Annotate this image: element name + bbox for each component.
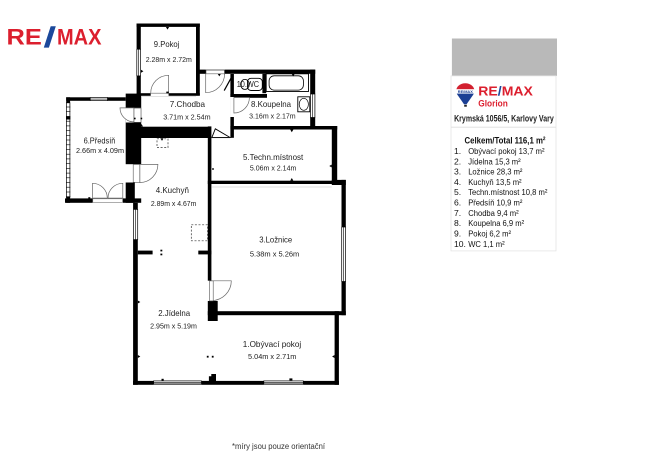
svg-text:5.06m x 2.14m: 5.06m x 2.14m <box>250 164 297 173</box>
svg-text:Chodba 9,4 m²: Chodba 9,4 m² <box>468 208 519 218</box>
svg-text:Glorion: Glorion <box>478 99 508 110</box>
svg-text:1.Obývací pokoj: 1.Obývací pokoj <box>243 340 302 349</box>
svg-text:Obývací pokoj 13,7 m²: Obývací pokoj 13,7 m² <box>468 146 544 156</box>
svg-text:9.: 9. <box>454 229 461 239</box>
svg-text:MAX: MAX <box>57 25 102 50</box>
svg-text:10.: 10. <box>454 239 466 249</box>
svg-text:Kuchyň 13,5 m²: Kuchyň 13,5 m² <box>468 177 522 187</box>
svg-text:8.: 8. <box>454 218 461 228</box>
svg-text:4.: 4. <box>454 177 461 187</box>
svg-text:3.16m x 2.17m: 3.16m x 2.17m <box>249 112 296 121</box>
svg-text:Jídelna 15,3 m²: Jídelna 15,3 m² <box>468 156 521 166</box>
svg-text:3.Ložnice: 3.Ložnice <box>259 235 292 244</box>
svg-text:2.: 2. <box>454 156 461 166</box>
svg-text:Ložnice 28,3 m²: Ložnice 28,3 m² <box>468 167 522 177</box>
svg-text:*míry jsou pouze orientační: *míry jsou pouze orientační <box>232 442 326 451</box>
svg-text:7.Chodba: 7.Chodba <box>170 100 206 109</box>
svg-text:2.95m x 5.19m: 2.95m x 5.19m <box>150 322 197 331</box>
svg-text:RE: RE <box>7 25 42 50</box>
svg-text:WC 1,1 m²: WC 1,1 m² <box>468 239 505 249</box>
svg-text:4.Kuchyň: 4.Kuchyň <box>156 186 190 195</box>
svg-text:2.28m x 2.72m: 2.28m x 2.72m <box>146 55 192 64</box>
svg-text:RE/MAX: RE/MAX <box>458 90 474 94</box>
svg-text:Techn.místnost 10,8 m²: Techn.místnost 10,8 m² <box>468 187 547 197</box>
svg-text:Pokoj 6,2 m²: Pokoj 6,2 m² <box>468 229 511 239</box>
svg-text:6.Předsíň: 6.Předsíň <box>84 136 116 145</box>
svg-text:2.89m x 4.67m: 2.89m x 4.67m <box>151 199 197 208</box>
svg-text:3.71m x 2.54m: 3.71m x 2.54m <box>163 112 210 121</box>
svg-text:6.: 6. <box>454 198 461 208</box>
svg-text:Krymská 1056/5, Karlovy Vary: Krymská 1056/5, Karlovy Vary <box>454 113 554 123</box>
svg-text:5.04m x 2.71m: 5.04m x 2.71m <box>248 352 296 361</box>
svg-text:5.: 5. <box>454 187 461 197</box>
svg-text:10.WC: 10.WC <box>237 80 259 89</box>
svg-text:2.Jídelna: 2.Jídelna <box>158 309 190 318</box>
svg-text:Celkem/Total 116,1 m²: Celkem/Total 116,1 m² <box>465 135 546 145</box>
svg-text:1.: 1. <box>454 146 461 156</box>
svg-text:7.: 7. <box>454 208 461 218</box>
svg-text:2.66m x 4.09m: 2.66m x 4.09m <box>76 146 124 155</box>
svg-text:5.38m x 5.26m: 5.38m x 5.26m <box>250 249 299 258</box>
svg-text:RE/MAX: RE/MAX <box>478 84 533 98</box>
svg-text:Koupelna 6,9 m²: Koupelna 6,9 m² <box>468 218 524 228</box>
svg-text:9.Pokoj: 9.Pokoj <box>154 40 180 49</box>
svg-text:5.Techn.místnost: 5.Techn.místnost <box>243 153 304 162</box>
svg-text:Předsíň 10,9 m²: Předsíň 10,9 m² <box>468 198 522 208</box>
svg-text:3.: 3. <box>454 167 461 177</box>
svg-text:8.Koupelna: 8.Koupelna <box>251 100 291 109</box>
